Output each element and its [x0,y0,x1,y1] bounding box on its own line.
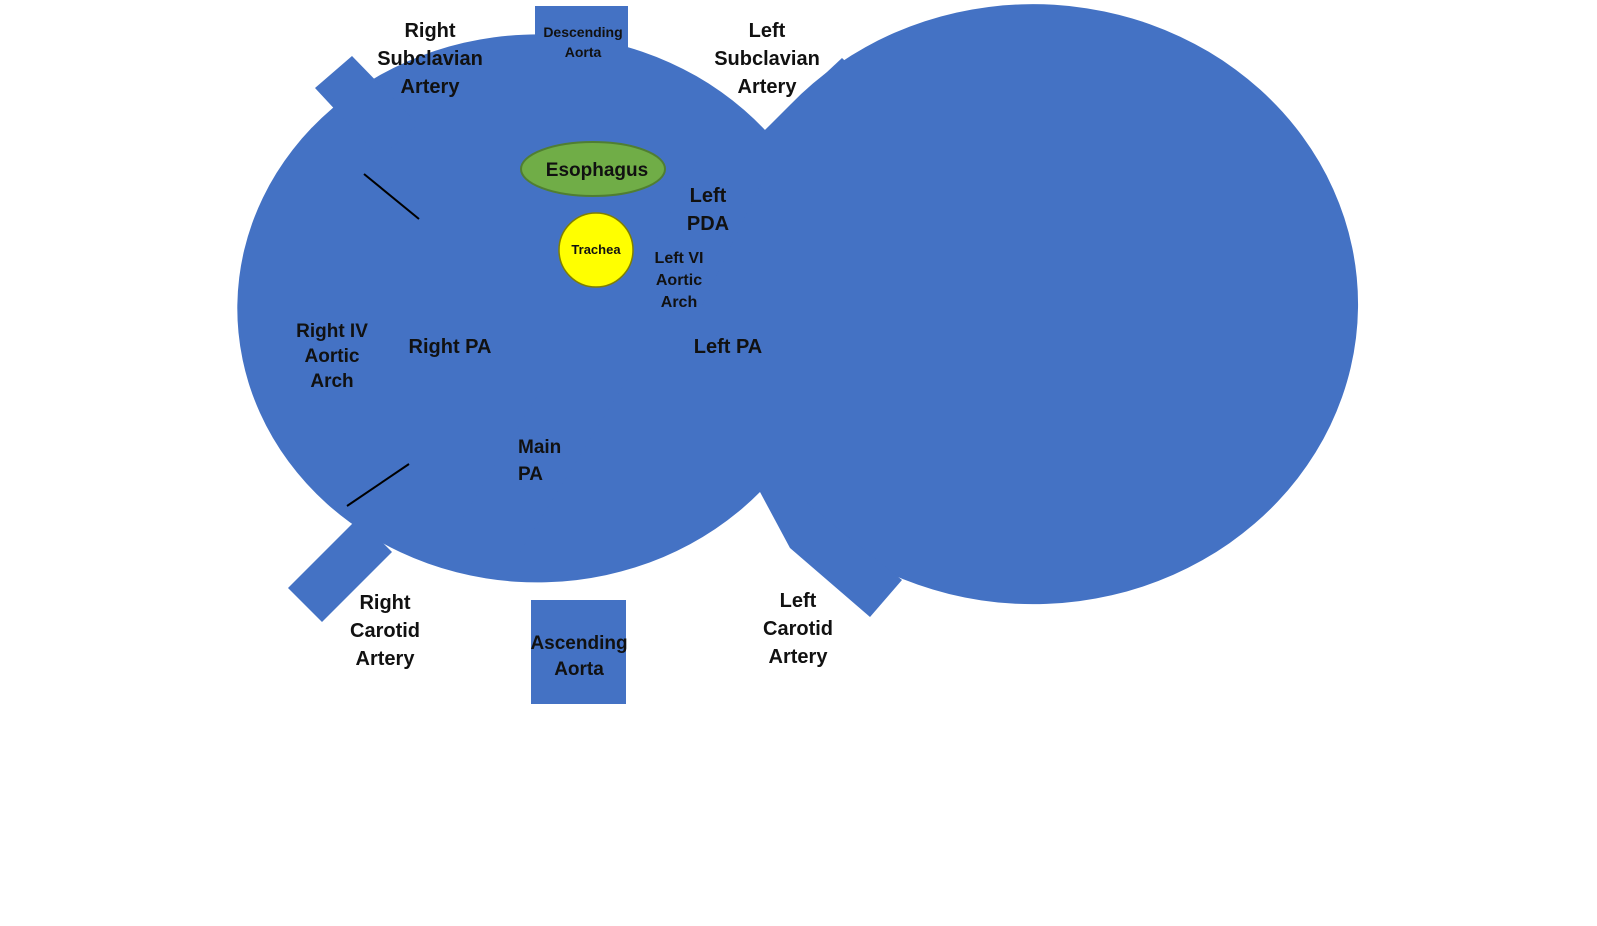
right-pa-label: Right PA [409,336,492,358]
divider-upper [363,173,420,220]
left-subclavian-vessel [765,58,878,168]
vessel-group [237,4,1359,704]
esophagus-shape [520,141,666,197]
descending-aorta-vessel [535,6,628,102]
right-carotid-vessel [288,518,392,622]
main-pa-vessel [460,372,632,552]
trachea-shape [558,212,634,288]
pulmonary-artery-band [355,307,806,375]
left-carotid-vessel [760,488,902,617]
divider-lower [346,463,410,507]
trachea-label: Trachea [571,242,621,257]
left-pa-label: Left PA [694,336,763,358]
right-subclavian-vessel [315,56,418,158]
left-pda-vessel [620,160,770,310]
ascending-aorta-vessel [531,600,626,704]
esophagus-label: Esophagus [546,160,648,181]
